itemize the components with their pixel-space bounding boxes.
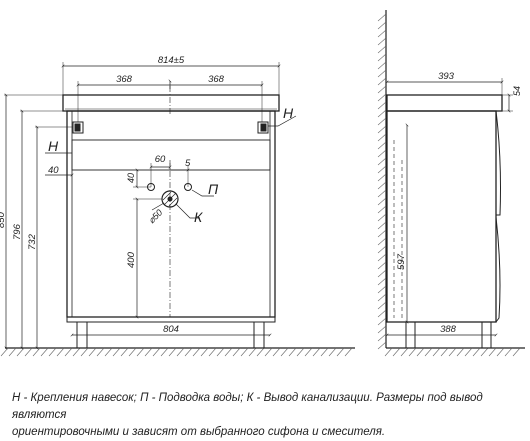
dim-pipe-right-offset: 5 xyxy=(185,158,191,169)
plinth xyxy=(66,316,276,323)
marker-p: П xyxy=(208,181,219,197)
dim-height-top: 796 xyxy=(12,223,23,240)
marker-k: К xyxy=(194,209,203,225)
side-countertop xyxy=(386,94,503,112)
technical-drawing: 814±5 368 368 850 796 732 Н 40 Н 40 60 5… xyxy=(0,10,525,357)
dim-side-height: 597 xyxy=(396,253,407,270)
marker-h-right: Н xyxy=(283,105,294,121)
top-rail xyxy=(71,139,271,171)
dim-side-base-depth: 388 xyxy=(440,324,457,335)
dimension-labels: 814±5 368 368 850 796 732 Н 40 Н 40 60 5… xyxy=(0,55,522,335)
dim-side-top-thickness: 54 xyxy=(512,86,522,96)
wall-hatching xyxy=(377,13,387,350)
side-view xyxy=(377,10,525,357)
bracket-right xyxy=(257,121,269,134)
dim-inner-width: 804 xyxy=(163,324,179,335)
dim-mount-right: 368 xyxy=(208,74,225,85)
dim-side-depth: 393 xyxy=(438,71,455,82)
cabinet-inner xyxy=(71,110,271,318)
side-body xyxy=(386,110,497,323)
dim-drain-diameter: ⌀50 xyxy=(146,207,164,225)
marker-h-left: Н xyxy=(48,138,59,154)
dim-overall-width: 814±5 xyxy=(158,55,185,66)
dim-drain-height: 400 xyxy=(126,251,137,268)
legend-line-1: Н - Крепления навесок; П - Подводка воды… xyxy=(12,392,483,421)
floor-hatching xyxy=(0,347,353,357)
dim-height-body: 732 xyxy=(27,233,38,250)
dim-pipe-spacing: 60 xyxy=(155,154,166,165)
dim-mount-left: 368 xyxy=(116,74,133,85)
countertop xyxy=(62,94,280,112)
front-view xyxy=(0,62,355,357)
dim-h-offset: 40 xyxy=(48,165,59,176)
dim-pipe-top: 40 xyxy=(126,173,136,183)
cabinet-body xyxy=(66,110,276,318)
legend-note: Н - Крепления навесок; П - Подводка воды… xyxy=(12,390,522,441)
side-floor-hatching xyxy=(384,347,521,357)
dim-height-total: 850 xyxy=(0,211,7,228)
legend-line-2: ориентировочными и зависят от выбранного… xyxy=(12,426,386,438)
